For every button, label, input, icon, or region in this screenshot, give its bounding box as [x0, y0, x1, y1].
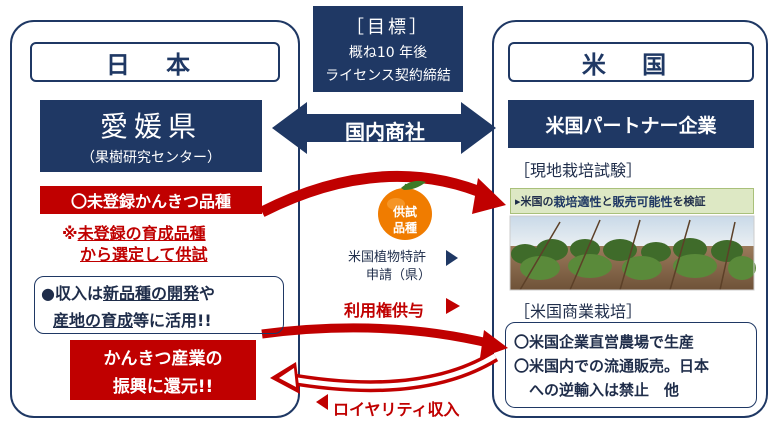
us-partner-company-box: 米国パートナー企業 [508, 100, 754, 148]
commercial-cultivation-box: 〇米国企業直営農場で生産 〇米国内での流通販売。日本 への逆輸入は禁止 他 [505, 322, 757, 408]
production-area-development: 産地の育成 [53, 310, 134, 330]
banner-mid: と [601, 195, 613, 208]
field-trial-banner: ▸米国の栽培適性と販売可能性を検証 [510, 188, 754, 214]
commercial-cultivation-title: ［米国商業栽培］ [514, 302, 643, 321]
goal-box: ［目標］ 概ね10 年後 ライセンス契約締結 [313, 6, 463, 92]
patent-line-1: 米国植物特許 [348, 250, 427, 265]
royalty-income-label: ロイヤリティ収入 [333, 400, 460, 419]
income-line-1: ●収入は新品種の開発や [41, 280, 215, 304]
new-variety-development: 新品種の開発 [102, 283, 199, 303]
prefecture-name: 愛媛県 [99, 110, 202, 143]
income-line-1-c: や [199, 283, 216, 303]
selection-note-line-1: ※未登録の育成品種 [62, 220, 206, 244]
return-line-1: かんきつ産業の [103, 348, 223, 369]
goal-title: ［目標］ [346, 17, 430, 38]
commercial-line-1: 〇米国企業直営農場で生産 [514, 332, 695, 351]
selection-note-line-2: から選定して供試 [80, 245, 208, 264]
japan-header: 日 本 [30, 42, 280, 82]
banner-prefix: ▸米国の [515, 195, 554, 208]
license-grant-label: 利用権供与 [344, 301, 425, 320]
income-line-1-a: 収入は [54, 283, 103, 303]
field-trial-title: ［現地栽培試験］ [514, 161, 643, 180]
income-bullet: ● [41, 283, 55, 303]
commercial-line-3: への逆輸入は禁止 他 [514, 380, 680, 399]
trading-company-label: 国内商社 [345, 120, 425, 144]
commercial-line-2: 〇米国内での流通販売。日本 [514, 356, 710, 375]
patent-line-2: 申請（県） [366, 268, 432, 283]
income-line-2-b: 等に活用!! [133, 310, 212, 330]
return-line-2: 振興に還元!! [112, 376, 214, 397]
banner-marketability: 販売可能性 [612, 194, 673, 209]
citrus-industry-return-box: かんきつ産業の 振興に還元!! [70, 340, 256, 400]
note-mark: ※ [62, 224, 78, 243]
fruit-label-line-1: 供試 [392, 205, 417, 219]
banner-suitability: 栽培適性 [553, 194, 602, 209]
prefecture-subtitle: （果樹研究センター） [81, 150, 221, 166]
banner-suffix: を検証 [672, 195, 706, 208]
usa-header: 米 国 [508, 42, 754, 82]
goal-line-2: ライセンス契約締結 [325, 68, 451, 84]
income-line-2: 産地の育成等に活用!! [41, 307, 212, 331]
note-unregistered-bred-varieties: 未登録の育成品種 [77, 224, 206, 243]
unregistered-variety-label: 〇未登録かんきつ品種 [40, 186, 262, 214]
income-usage-box: ●収入は新品種の開発や 産地の育成等に活用!! [34, 276, 284, 334]
ehime-prefecture-box: 愛媛県 （果樹研究センター） [40, 100, 262, 172]
goal-line-1: 概ね10 年後 [348, 45, 428, 61]
fruit-label-line-2: 品種 [392, 221, 417, 235]
